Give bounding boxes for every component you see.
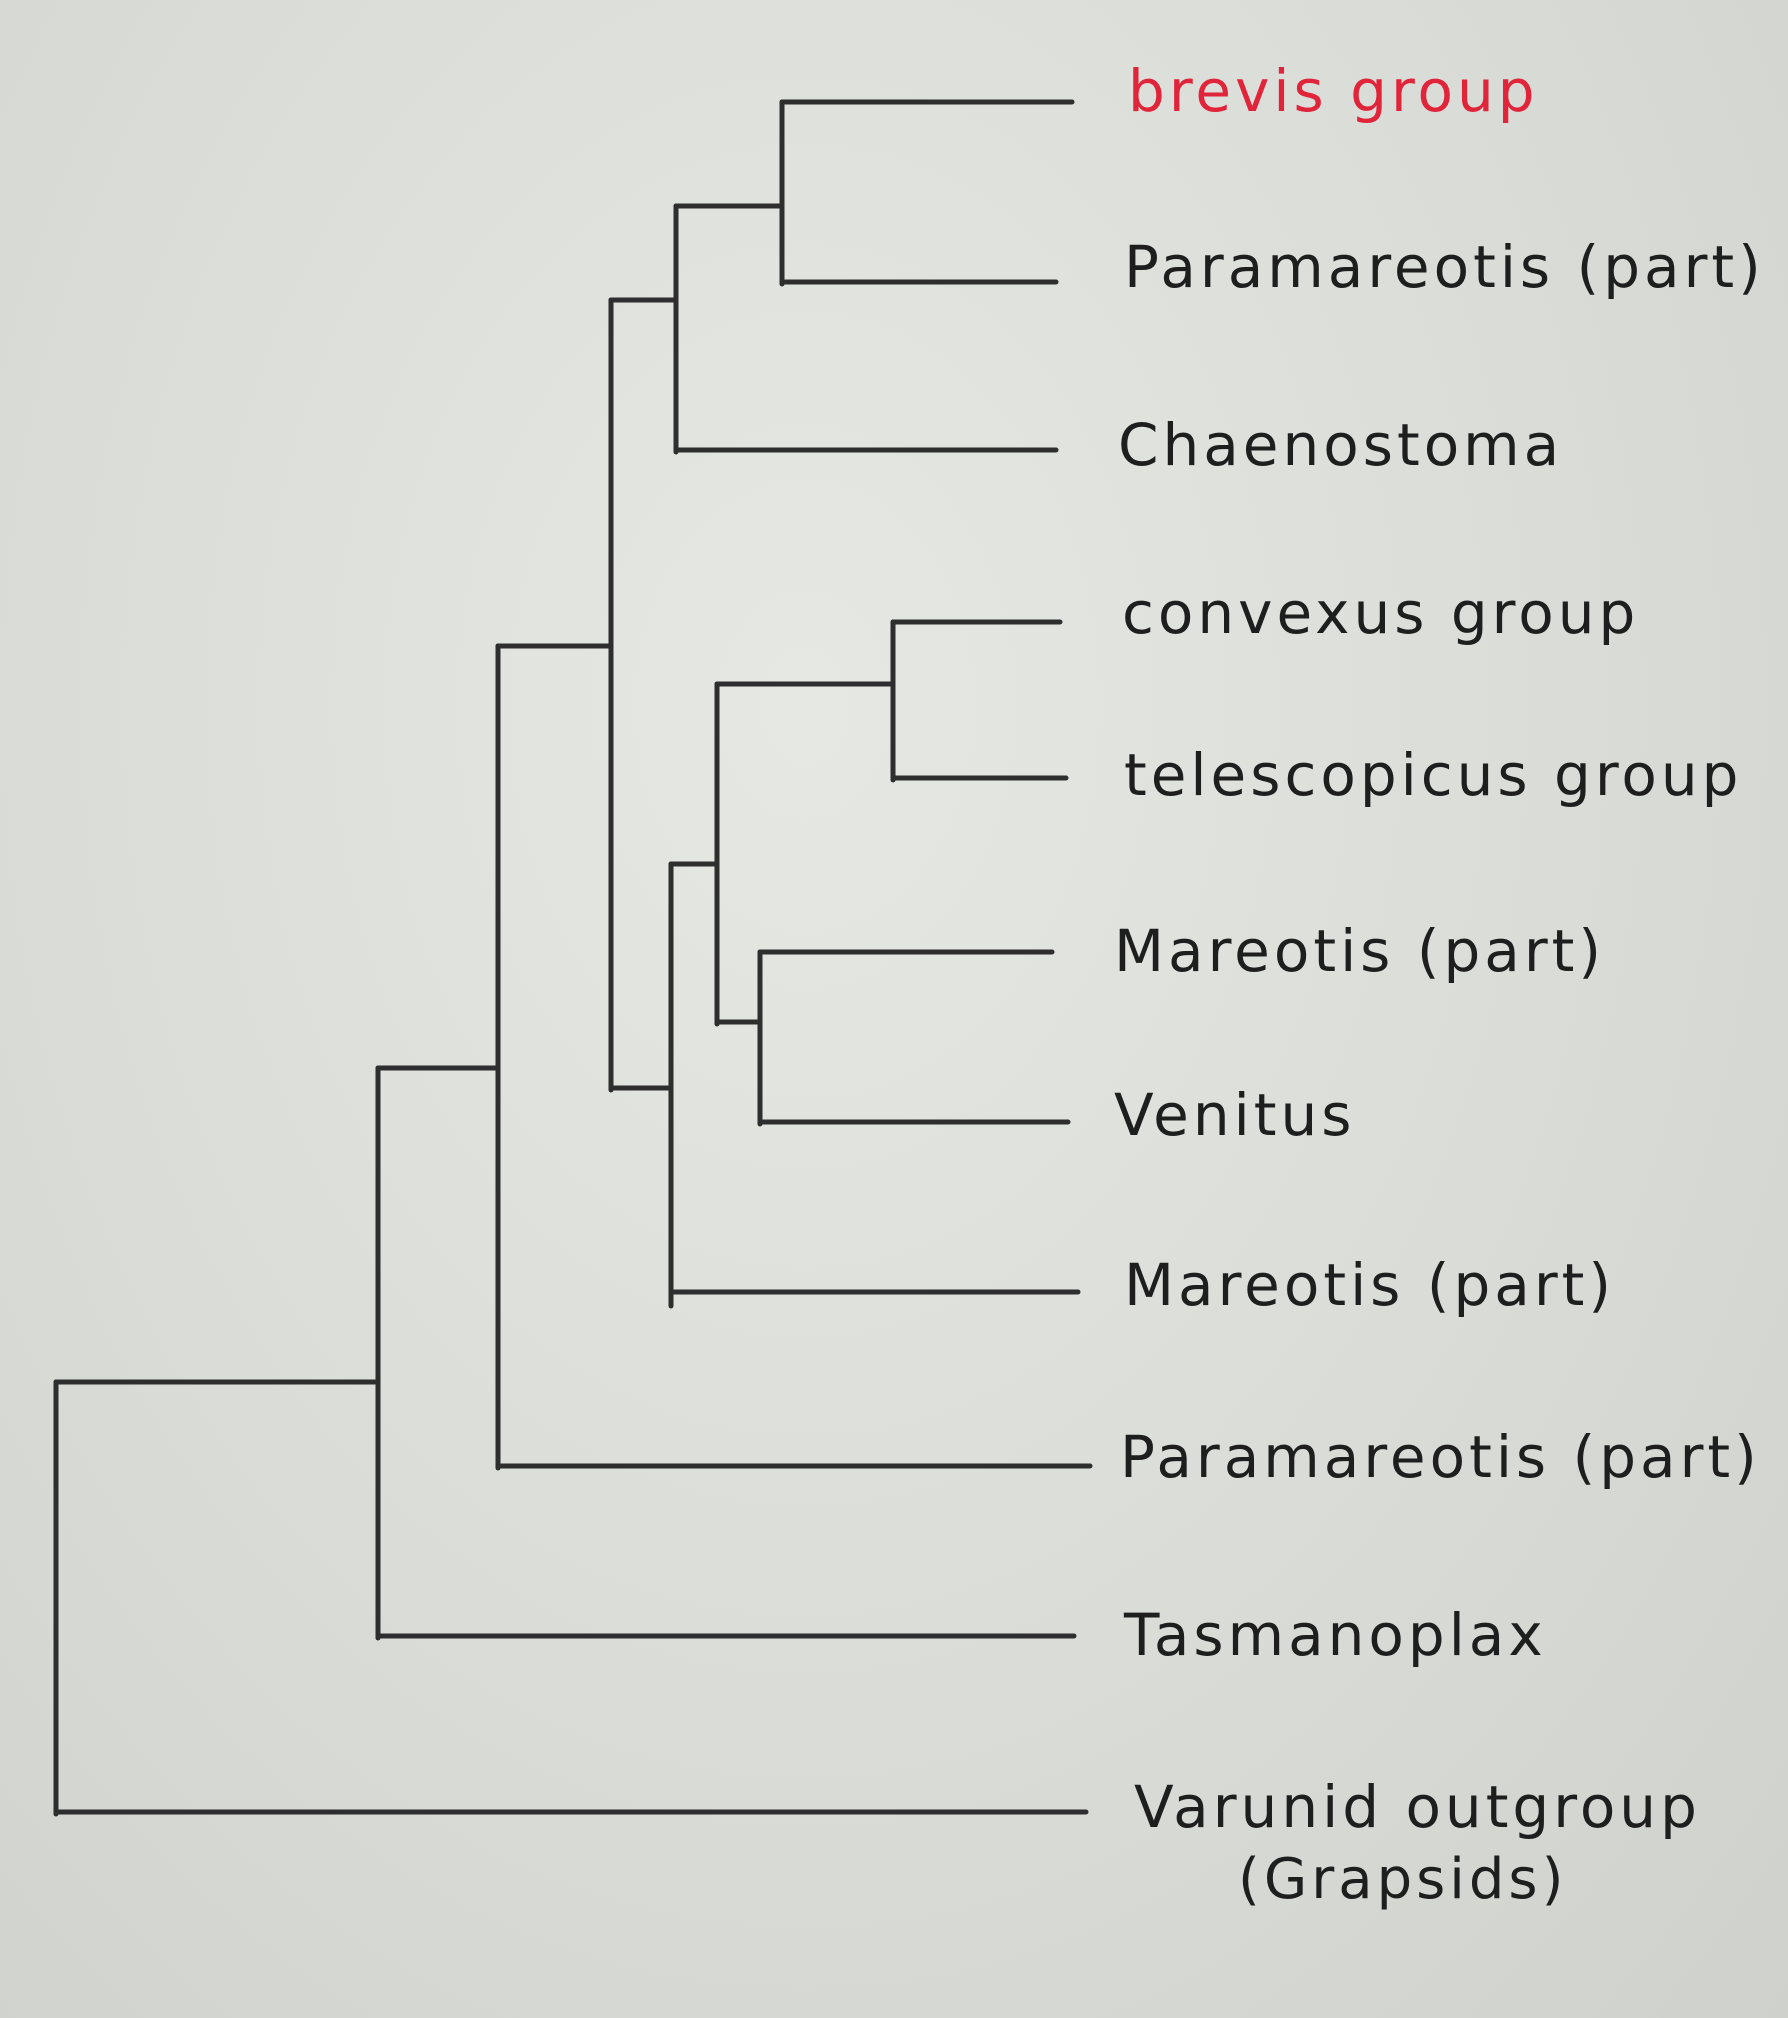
taxon-paramareotis-part: Paramareotis (part) xyxy=(1124,233,1765,301)
taxon-brevis-group: brevis group xyxy=(1128,57,1539,125)
taxon-varunid-outgroup: Varunid outgroup xyxy=(1134,1773,1701,1841)
taxon-convexus-group: convexus group xyxy=(1122,579,1640,647)
taxon-mareotis-part: Mareotis (part) xyxy=(1114,917,1606,985)
taxon-venitus: Venitus xyxy=(1114,1081,1356,1149)
taxon-telescopicus-group: telescopicus group xyxy=(1124,741,1743,809)
taxon-tasmanoplax: Tasmanoplax xyxy=(1124,1601,1547,1669)
taxon-chaenostoma: Chaenostoma xyxy=(1118,411,1564,479)
taxon-varunid-outgroup-sublabel: (Grapsids) xyxy=(1238,1847,1568,1912)
taxon-mareotis-part: Mareotis (part) xyxy=(1124,1251,1616,1319)
taxon-paramareotis-part: Paramareotis (part) xyxy=(1120,1423,1761,1491)
